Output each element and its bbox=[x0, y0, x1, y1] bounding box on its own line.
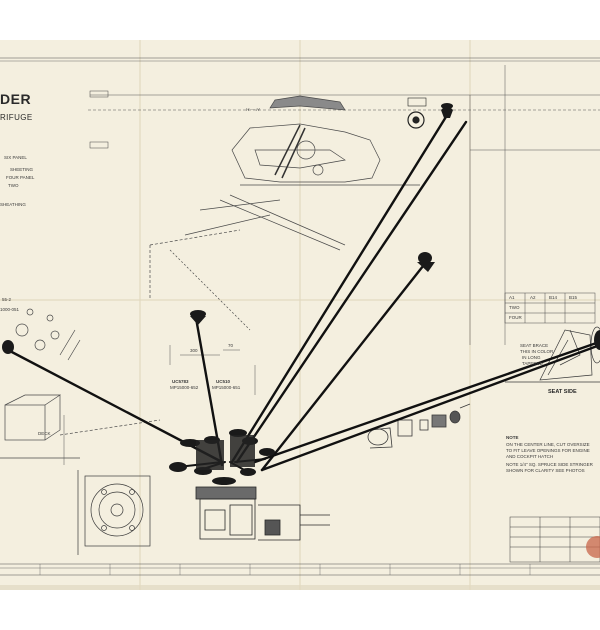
table-header-1: A1 bbox=[509, 295, 515, 300]
table-row-two: TWO bbox=[509, 305, 520, 310]
section-label: H — H bbox=[246, 107, 260, 112]
part-number-2: MP15000-652 bbox=[170, 385, 199, 390]
note-two: TWO bbox=[8, 183, 19, 188]
sheet-title: DER bbox=[0, 91, 32, 107]
part-number-4: MP15000-651 bbox=[212, 385, 241, 390]
fuselage-detail bbox=[274, 124, 306, 179]
part-number-5: 55-2 bbox=[2, 297, 12, 302]
red-stamp bbox=[586, 536, 600, 558]
seat-brace-note-4: TAPERED bbox=[522, 361, 543, 366]
left-parts bbox=[0, 308, 161, 459]
table-row-four: FOUR bbox=[509, 315, 522, 320]
dimension-lines bbox=[63, 345, 256, 465]
part-number-6: 1000-051 bbox=[0, 307, 20, 312]
ref-box-1 bbox=[89, 90, 109, 98]
note-line-5: SHOWN FOR CLARITY SEE PHOTOS bbox=[506, 468, 585, 473]
seat-brace-note-3: IN LONG bbox=[522, 355, 541, 360]
dim-70: 70 bbox=[228, 343, 234, 348]
table-header-3: B14 bbox=[549, 295, 558, 300]
top-icon bbox=[407, 111, 425, 129]
title-block bbox=[509, 516, 600, 563]
pin-heads bbox=[2, 103, 600, 485]
note-sheeting: SHEETING bbox=[10, 167, 34, 172]
note-heading: NOTE bbox=[506, 435, 519, 440]
note-line-1: ON THE CENTER LINE, CUT OVERSIZE bbox=[506, 442, 590, 447]
seat-brace-note-2: THIS IN COLOR bbox=[520, 349, 554, 354]
part-table-grid bbox=[504, 292, 596, 324]
sheet-border bbox=[0, 57, 600, 576]
right-parts bbox=[367, 403, 471, 449]
part-number-3: UC510 bbox=[216, 379, 231, 384]
note-line-3: AND COCKPIT HATCH bbox=[506, 454, 554, 459]
dim-300: 300 bbox=[190, 348, 198, 353]
ref-box-2 bbox=[89, 141, 109, 149]
note-sheathing: SHEATHING bbox=[0, 202, 26, 207]
center-motor bbox=[195, 486, 330, 541]
border-ticks bbox=[39, 564, 531, 575]
note-four-panel: FOUR PANEL bbox=[6, 175, 35, 180]
part-number-1: UC5783 bbox=[172, 379, 189, 384]
top-icon-label-box bbox=[407, 97, 427, 107]
seat-brace-note-1: SEAT BRACE bbox=[520, 343, 549, 348]
table-header-4: B15 bbox=[569, 295, 578, 300]
note-line-4: NOTE 1/4" SQ. SPRUCE SIDE STRINGER bbox=[506, 462, 593, 467]
sheet-subtitle: RIFUGE bbox=[0, 113, 33, 122]
seat-side-label: SEAT SIDE bbox=[548, 389, 577, 395]
deck-label: DECK bbox=[38, 431, 51, 436]
fuselage-drawing bbox=[149, 95, 420, 331]
note-six-panel: SIX PANEL bbox=[4, 155, 27, 160]
thread-lines bbox=[6, 110, 600, 472]
note-line-2: TO FIT LEAVE OPENINGS FOR ENGINE bbox=[506, 448, 590, 453]
motor-front-view bbox=[77, 470, 151, 555]
table-header-2: A2 bbox=[530, 295, 536, 300]
